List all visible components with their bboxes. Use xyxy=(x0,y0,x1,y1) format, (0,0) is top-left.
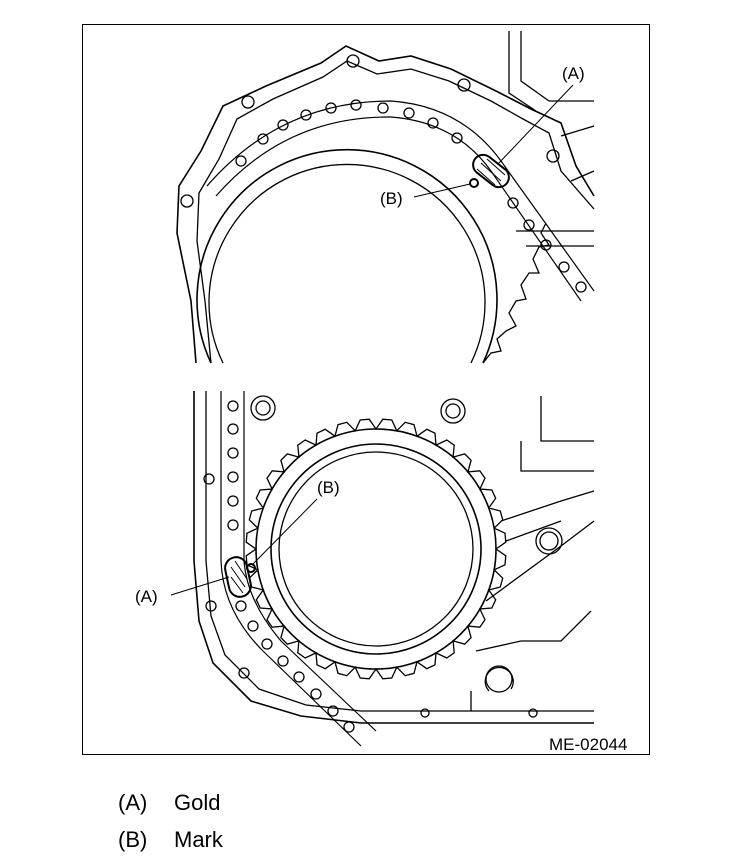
top-panel xyxy=(176,31,595,364)
bottom-gold-link xyxy=(224,556,252,598)
top-callout-a: (A) xyxy=(562,64,585,83)
timing-chain-diagram: (A) (B) (B) (A) ME-02044 xyxy=(83,31,649,754)
top-gold-link xyxy=(472,153,510,189)
legend-meaning: Mark xyxy=(174,827,223,852)
legend-row: (A) Gold xyxy=(118,784,223,821)
bottom-mark xyxy=(246,563,256,573)
top-chain xyxy=(206,99,595,302)
figure-id: ME-02044 xyxy=(549,735,627,754)
bottom-callout-a: (A) xyxy=(135,587,158,606)
legend-row: (B) Mark xyxy=(118,821,223,858)
legend-key: (B) xyxy=(118,827,148,852)
legend-meaning: Gold xyxy=(174,790,221,815)
sprocket-teeth-outline xyxy=(245,418,507,680)
top-mark xyxy=(469,178,479,188)
top-callout-b: (B) xyxy=(380,189,403,208)
bottom-chain xyxy=(220,391,377,747)
legend: (A) Gold (B) Mark xyxy=(118,784,223,858)
bottom-sprocket-teeth xyxy=(245,418,507,680)
figure-frame: (A) (B) (B) (A) ME-02044 xyxy=(82,24,650,755)
legend-key: (A) xyxy=(118,790,148,815)
bottom-callout-b: (B) xyxy=(317,478,340,497)
bottom-panel xyxy=(170,391,595,747)
